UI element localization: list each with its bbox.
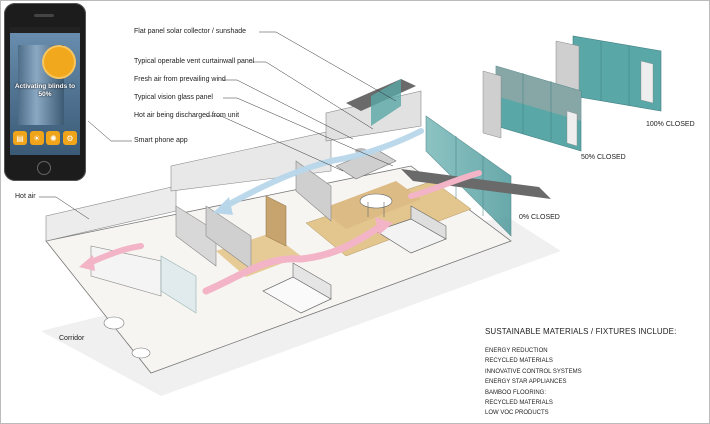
legend-title: SUSTAINABLE MATERIALS / FIXTURES INCLUDE…	[485, 327, 677, 336]
hot-air-flow-top	[408, 170, 482, 199]
legend-item: ENERGY STAR APPLIANCES	[485, 379, 567, 386]
state-label-50: 50% CLOSED	[581, 154, 626, 161]
callout-vent: Typical operable vent curtainwall panel	[134, 58, 255, 65]
callout-hot-air: Hot air	[15, 193, 36, 200]
callout-phone-app: Smart phone app	[134, 137, 188, 144]
wood-door	[265, 195, 287, 247]
callout-fresh-air: Fresh air from prevailing wind	[134, 76, 226, 83]
phone-screen[interactable]: Activating blinds to 50% ▤ ☀ ✺ ⚙	[10, 27, 80, 155]
legend-item: LOW VOC PRODUCTS	[485, 410, 549, 417]
hall-floor	[216, 233, 301, 277]
phone-speaker	[34, 14, 54, 17]
lamp-icon[interactable]: ☀	[29, 131, 44, 145]
hot-air-flow-right	[202, 222, 385, 295]
fresh-air-flow	[223, 128, 424, 209]
phone-status-message: Activating blinds to 50%	[14, 83, 76, 98]
phone-home-button[interactable]	[37, 161, 51, 175]
legend-item: ENERGY REDUCTION	[485, 348, 548, 354]
sink	[103, 316, 125, 330]
callout-corridor: Corridor	[59, 335, 85, 342]
legend-item: INNOVATIVE CONTROL SYSTEMS	[485, 368, 582, 375]
smartphone: Activating blinds to 50% ▤ ☀ ✺ ⚙	[4, 3, 86, 181]
toilet	[131, 347, 151, 359]
materials-legend: SUSTAINABLE MATERIALS / FIXTURES INCLUDE…	[485, 327, 676, 419]
phone-app-row: ▤ ☀ ✺ ⚙	[13, 131, 77, 151]
solar-sunshade	[401, 169, 551, 199]
fresh-air-arrowhead	[213, 197, 233, 215]
fan-icon[interactable]: ✺	[46, 131, 61, 145]
sofa-back	[410, 205, 447, 240]
shower-glass	[160, 255, 197, 314]
state-label-0: 0% CLOSED	[519, 214, 560, 221]
legend-item: RECYCLED MATERIALS	[485, 400, 553, 407]
blinds-icon[interactable]: ▤	[13, 131, 27, 145]
phone-status-bar	[10, 27, 80, 33]
legend-item: RECYCLED MATERIALS	[485, 358, 553, 365]
state-label-100: 100% CLOSED	[646, 121, 695, 128]
callout-solar: Flat panel solar collector / sunshade	[134, 28, 247, 35]
callout-hot-air-unit: Hot air being discharged from unit	[134, 112, 240, 119]
legend-item: BAMBOO FLOORING:	[485, 389, 547, 396]
upper-facade-glass	[371, 79, 401, 126]
bed-headboard	[292, 262, 332, 300]
blinds-control-icon[interactable]	[44, 47, 74, 77]
hot-air-left-arrowhead	[79, 255, 95, 271]
hot-air-arrowhead	[375, 217, 393, 235]
blinds-state-50	[482, 65, 582, 152]
dining-table	[359, 193, 393, 209]
callout-leader-lines	[39, 31, 397, 220]
settings-icon[interactable]: ⚙	[62, 131, 77, 145]
callout-vision-glass: Typical vision glass panel	[134, 94, 213, 101]
partition-wall-2	[205, 205, 252, 270]
